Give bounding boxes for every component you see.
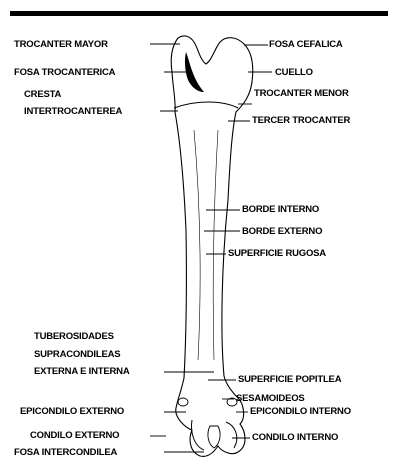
label-fosa-trocanterica: FOSA TROCANTERICA (14, 67, 115, 78)
label-sesamoideos: SESAMOIDEOS (236, 393, 305, 404)
label-cresta: CRESTA (24, 89, 61, 100)
label-intertrocanterea: INTERTROCANTEREA (24, 106, 122, 117)
label-tuberosidades: TUBEROSIDADES (34, 331, 114, 342)
label-superficie-rugosa: SUPERFICIE RUGOSA (228, 248, 326, 259)
label-superficie-popitlea: SUPERFICIE POPITLEA (238, 374, 341, 385)
label-trocanter-menor: TROCANTER MENOR (254, 88, 349, 99)
label-fosa-intercondilea: FOSA INTERCONDILEA (14, 447, 117, 458)
cresta-line (174, 102, 238, 108)
label-supracondileas: SUPRACONDILEAS (34, 349, 120, 360)
fosa-intercondilea-shape (208, 426, 220, 448)
label-fosa-cefalica: FOSA CEFALICA (269, 39, 343, 50)
label-borde-interno: BORDE INTERNO (242, 204, 319, 215)
label-epicondilo-interno: EPICONDILO INTERNO (250, 406, 351, 417)
sesamoideo-left (178, 398, 188, 406)
shaft-line-right (213, 130, 218, 360)
label-externa-e-interna: EXTERNA E INTERNA (34, 366, 129, 377)
label-epicondilo-externo: EPICONDILO EXTERNO (20, 406, 124, 417)
condilo-interno-shape (226, 422, 237, 448)
label-condilo-interno: CONDILO INTERNO (252, 432, 338, 443)
shaft-line-left (194, 130, 200, 360)
label-tercer-trocanter: TERCER TROCANTER (252, 115, 350, 126)
condilo-externo-shape (192, 420, 205, 450)
label-borde-externo: BORDE EXTERNO (242, 226, 322, 237)
label-condilo-externo: CONDILO EXTERNO (30, 430, 119, 441)
label-trocanter-mayor: TROCANTER MAYOR (14, 39, 108, 50)
label-cuello: CUELLO (275, 67, 313, 78)
